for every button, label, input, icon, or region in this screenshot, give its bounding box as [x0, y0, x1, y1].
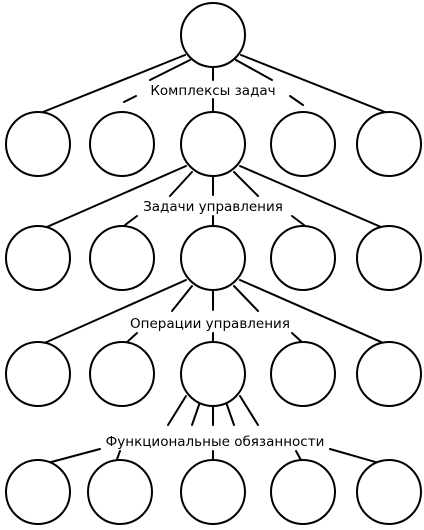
tree-node	[180, 459, 246, 525]
edge	[233, 171, 259, 197]
edge	[123, 95, 137, 103]
edges-level-4	[39, 395, 387, 466]
edge	[191, 401, 201, 426]
level-2-nodes	[5, 225, 422, 291]
edge	[233, 285, 259, 312]
root-node	[180, 2, 246, 68]
tree-node	[356, 341, 422, 407]
edge	[169, 171, 193, 197]
tree-node	[180, 341, 246, 407]
edge	[240, 54, 391, 115]
tree-node	[180, 225, 246, 291]
tree-node	[356, 111, 422, 177]
edge	[39, 165, 187, 231]
level-label-functional-duties: Функциональные обязанности	[106, 434, 325, 450]
edge	[225, 401, 235, 426]
level-4-nodes	[5, 459, 422, 525]
tree-node	[270, 111, 336, 177]
edges-level-1	[37, 54, 391, 115]
level-label-management-operations: Операции управления	[130, 316, 290, 332]
tree-node	[270, 225, 336, 291]
edge	[235, 59, 273, 81]
edge	[239, 395, 259, 426]
tree-node	[356, 459, 422, 525]
level-label-task-complexes: Комплексы задач	[150, 83, 275, 99]
level-0-nodes	[180, 2, 246, 68]
level-3-nodes	[5, 341, 422, 407]
edge	[124, 215, 138, 226]
level-1-nodes	[5, 111, 422, 177]
edge	[149, 59, 191, 81]
edge	[39, 279, 187, 346]
edge	[291, 215, 305, 226]
tree-node	[5, 111, 71, 177]
edges-level-2	[39, 165, 389, 231]
tree-node	[5, 225, 71, 291]
edge	[171, 285, 193, 312]
edge	[37, 54, 186, 115]
edge	[239, 165, 389, 231]
edge	[239, 279, 389, 346]
tree-node	[5, 341, 71, 407]
tree-node	[89, 341, 155, 407]
tree-node	[270, 341, 336, 407]
level-label-management-tasks: Задачи управления	[143, 199, 283, 215]
edge	[289, 95, 304, 106]
tree-node	[180, 111, 246, 177]
tree-node	[356, 225, 422, 291]
tree-node	[89, 111, 155, 177]
tree-node	[5, 459, 71, 525]
tree-node	[87, 459, 153, 525]
tree-node	[89, 225, 155, 291]
edge	[167, 395, 187, 426]
tree-node	[270, 459, 336, 525]
